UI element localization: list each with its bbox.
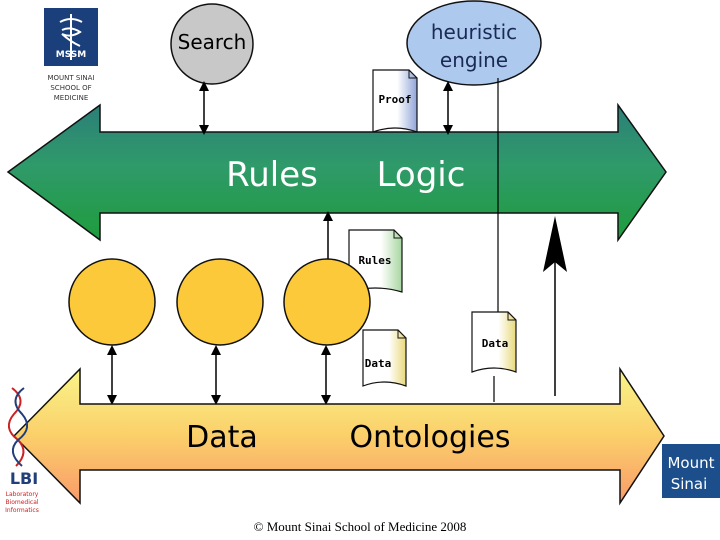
rules-logic-arrow: Rules Logic — [6, 102, 667, 243]
svg-text:LBI: LBI — [10, 469, 38, 488]
heuristic-label-line1: heuristic — [431, 20, 517, 44]
upward-arrow — [543, 216, 567, 396]
svg-text:MEDICINE: MEDICINE — [54, 94, 89, 102]
data-label: Data — [186, 420, 258, 455]
data-doc-label-2: Data — [482, 337, 509, 350]
heuristic-label-line2: engine — [440, 48, 508, 72]
data-ontologies-arrow: Data Ontologies — [12, 366, 665, 506]
svg-text:MOUNT SINAI: MOUNT SINAI — [47, 74, 94, 82]
lbi-logo: LBI Laboratory Biomedical Informatics — [5, 387, 39, 514]
mount-sinai-logo: Mount Sinai — [662, 444, 720, 498]
svg-text:Laboratory: Laboratory — [6, 491, 39, 498]
proof-doc-label: Proof — [378, 93, 411, 106]
svg-text:Mount: Mount — [667, 454, 714, 472]
svg-text:SCHOOL OF: SCHOOL OF — [50, 84, 91, 92]
data-node-1 — [68, 258, 156, 346]
svg-text:MSSM: MSSM — [56, 50, 87, 60]
mssm-logo: MSSM MOUNT SINAI SCHOOL OF MEDICINE — [44, 8, 98, 102]
data-document-icon-2: Data — [471, 311, 517, 373]
svg-text:Biomedical: Biomedical — [5, 499, 38, 506]
proof-document-icon: Proof — [372, 69, 418, 133]
copyright-footer: © Mount Sinai School of Medicine 2008 — [253, 519, 467, 534]
ontologies-label: Ontologies — [350, 420, 511, 455]
svg-text:Informatics: Informatics — [5, 507, 39, 514]
search-label: Search — [178, 30, 247, 54]
svg-text:Sinai: Sinai — [671, 475, 708, 493]
search-node — [170, 3, 254, 85]
logic-label: Logic — [377, 155, 466, 195]
data-document-icon-1: Data — [362, 329, 407, 387]
heuristic-engine-node — [406, 0, 542, 86]
data-doc-label-1: Data — [365, 357, 392, 370]
data-node-3 — [283, 258, 371, 346]
data-node-2 — [176, 258, 264, 346]
rules-label: Rules — [226, 155, 318, 195]
rules-doc-label: Rules — [358, 254, 391, 267]
